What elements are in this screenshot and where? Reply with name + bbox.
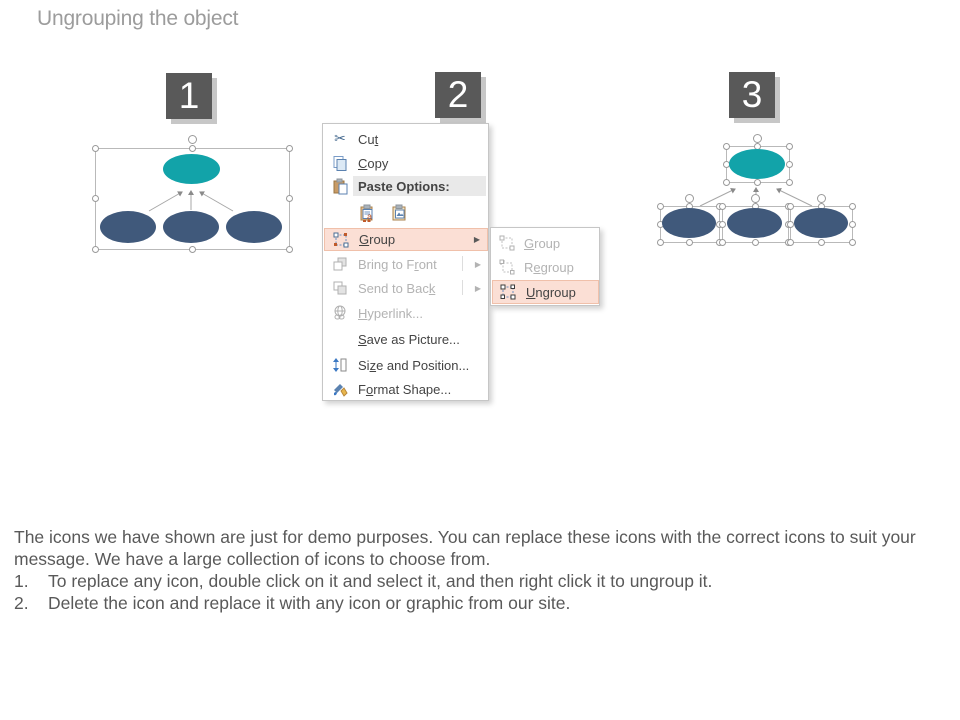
resize-handle[interactable] (849, 203, 856, 210)
rotation-handle[interactable] (685, 194, 694, 203)
split-separator (462, 280, 463, 295)
list-number: 2. (14, 593, 29, 613)
resize-handle[interactable] (719, 239, 726, 246)
navy-oval-shape[interactable] (727, 208, 782, 238)
menu-item-format-shape[interactable]: Format Shape... (323, 378, 488, 400)
menu-item-cut[interactable]: ✂ Cut (323, 127, 488, 151)
resize-handle[interactable] (188, 246, 196, 253)
list-text: To replace any icon, double click on it … (48, 571, 713, 591)
format-shape-icon (331, 380, 349, 398)
menu-item-bring-to-front[interactable]: Bring to Front ▶ (323, 252, 488, 276)
resize-handle[interactable] (188, 145, 196, 152)
teal-oval-shape[interactable] (163, 154, 220, 184)
submenu-item-group[interactable]: Group (491, 231, 599, 255)
resize-handle[interactable] (723, 179, 730, 186)
menu-item-send-to-back[interactable]: Send to Back ▶ (323, 276, 488, 300)
menu-item-paste-options: Paste Options: (323, 176, 488, 196)
send-to-back-icon (331, 279, 349, 297)
list-number: 1. (14, 571, 29, 591)
resize-handle[interactable] (92, 246, 99, 253)
step-badge-2: 2 (435, 72, 481, 118)
menu-item-size-and-position[interactable]: Size and Position... (323, 352, 488, 378)
submenu-arrow-icon: ▶ (474, 283, 481, 293)
resize-handle[interactable] (849, 220, 856, 228)
step-number: 1 (178, 75, 200, 116)
resize-handle[interactable] (657, 239, 664, 246)
navy-oval-shape[interactable] (794, 208, 848, 238)
submenu-item-regroup[interactable]: Regroup (491, 255, 599, 279)
resize-handle[interactable] (786, 160, 793, 168)
group-submenu: Group Regroup Ungroup (490, 227, 600, 306)
rotation-handle[interactable] (816, 194, 826, 203)
navy-oval-shape[interactable] (163, 211, 219, 243)
navy-oval-shape[interactable] (662, 208, 716, 238)
resize-handle[interactable] (286, 246, 293, 253)
paste-icon (331, 177, 349, 195)
submenu-arrow-icon: ▶ (473, 235, 480, 244)
menu-item-hyperlink[interactable]: Hyperlink... (323, 300, 488, 326)
resize-handle[interactable] (719, 220, 726, 228)
menu-item-group[interactable]: Group ▶ (324, 228, 488, 251)
group-icon (498, 234, 516, 252)
bring-to-front-icon (331, 255, 349, 273)
navy-oval-shape[interactable] (100, 211, 156, 243)
list-item: 1. To replace any icon, double click on … (14, 570, 950, 592)
copy-icon (331, 154, 349, 172)
regroup-icon (498, 258, 516, 276)
resize-handle[interactable] (787, 203, 794, 210)
paste-keep-formatting-button[interactable]: a (356, 200, 381, 225)
step-badge-3: 3 (729, 72, 775, 118)
paste-options-band (353, 176, 486, 196)
group-selection-box (92, 135, 293, 253)
paste-as-picture-button[interactable] (388, 200, 413, 225)
resize-handle[interactable] (786, 179, 793, 186)
context-menu: ✂ Cut Copy Paste Options: a (322, 123, 489, 401)
step-number: 2 (447, 74, 469, 115)
size-position-icon (331, 356, 349, 374)
list-item: 2. Delete the icon and replace it with a… (14, 592, 950, 614)
group-icon (332, 231, 350, 249)
resize-handle[interactable] (817, 239, 825, 246)
step-number: 3 (741, 74, 763, 115)
resize-handle[interactable] (92, 195, 99, 202)
page-title: Ungrouping the object (37, 7, 239, 30)
resize-handle[interactable] (686, 239, 693, 246)
rotation-handle[interactable] (187, 135, 197, 144)
resize-handle[interactable] (657, 203, 664, 210)
split-separator (462, 256, 463, 271)
svg-text:a: a (367, 212, 372, 222)
cut-icon: ✂ (334, 131, 346, 147)
menu-item-save-as-picture[interactable]: Save as Picture... (358, 331, 460, 347)
resize-handle[interactable] (787, 220, 794, 228)
teal-oval-shape[interactable] (729, 149, 785, 179)
submenu-arrow-icon: ▶ (474, 259, 481, 269)
step-badge-1: 1 (166, 73, 212, 119)
notes-paragraph: The icons we have shown are just for dem… (14, 527, 916, 569)
rotation-handle[interactable] (750, 194, 760, 203)
resize-handle[interactable] (786, 143, 793, 150)
resize-handle[interactable] (751, 239, 759, 246)
resize-handle[interactable] (754, 179, 761, 186)
resize-handle[interactable] (723, 143, 730, 150)
submenu-item-ungroup[interactable]: Ungroup (492, 280, 599, 304)
rotation-handle[interactable] (753, 134, 762, 143)
resize-handle[interactable] (286, 145, 293, 152)
resize-handle[interactable] (92, 145, 99, 152)
menu-item-copy[interactable]: Copy (323, 151, 488, 175)
shape-selection-box (787, 194, 856, 246)
shape-selection-box (723, 134, 793, 186)
list-text: Delete the icon and replace it with any … (48, 593, 571, 613)
navy-oval-shape[interactable] (226, 211, 282, 243)
ungroup-icon (499, 283, 517, 301)
paste-options-row: a (323, 198, 488, 225)
resize-handle[interactable] (849, 239, 856, 246)
hyperlink-icon (331, 304, 349, 322)
resize-handle[interactable] (286, 195, 293, 202)
notes-block: The icons we have shown are just for dem… (14, 526, 950, 614)
resize-handle[interactable] (787, 239, 794, 246)
resize-handle[interactable] (719, 203, 726, 210)
